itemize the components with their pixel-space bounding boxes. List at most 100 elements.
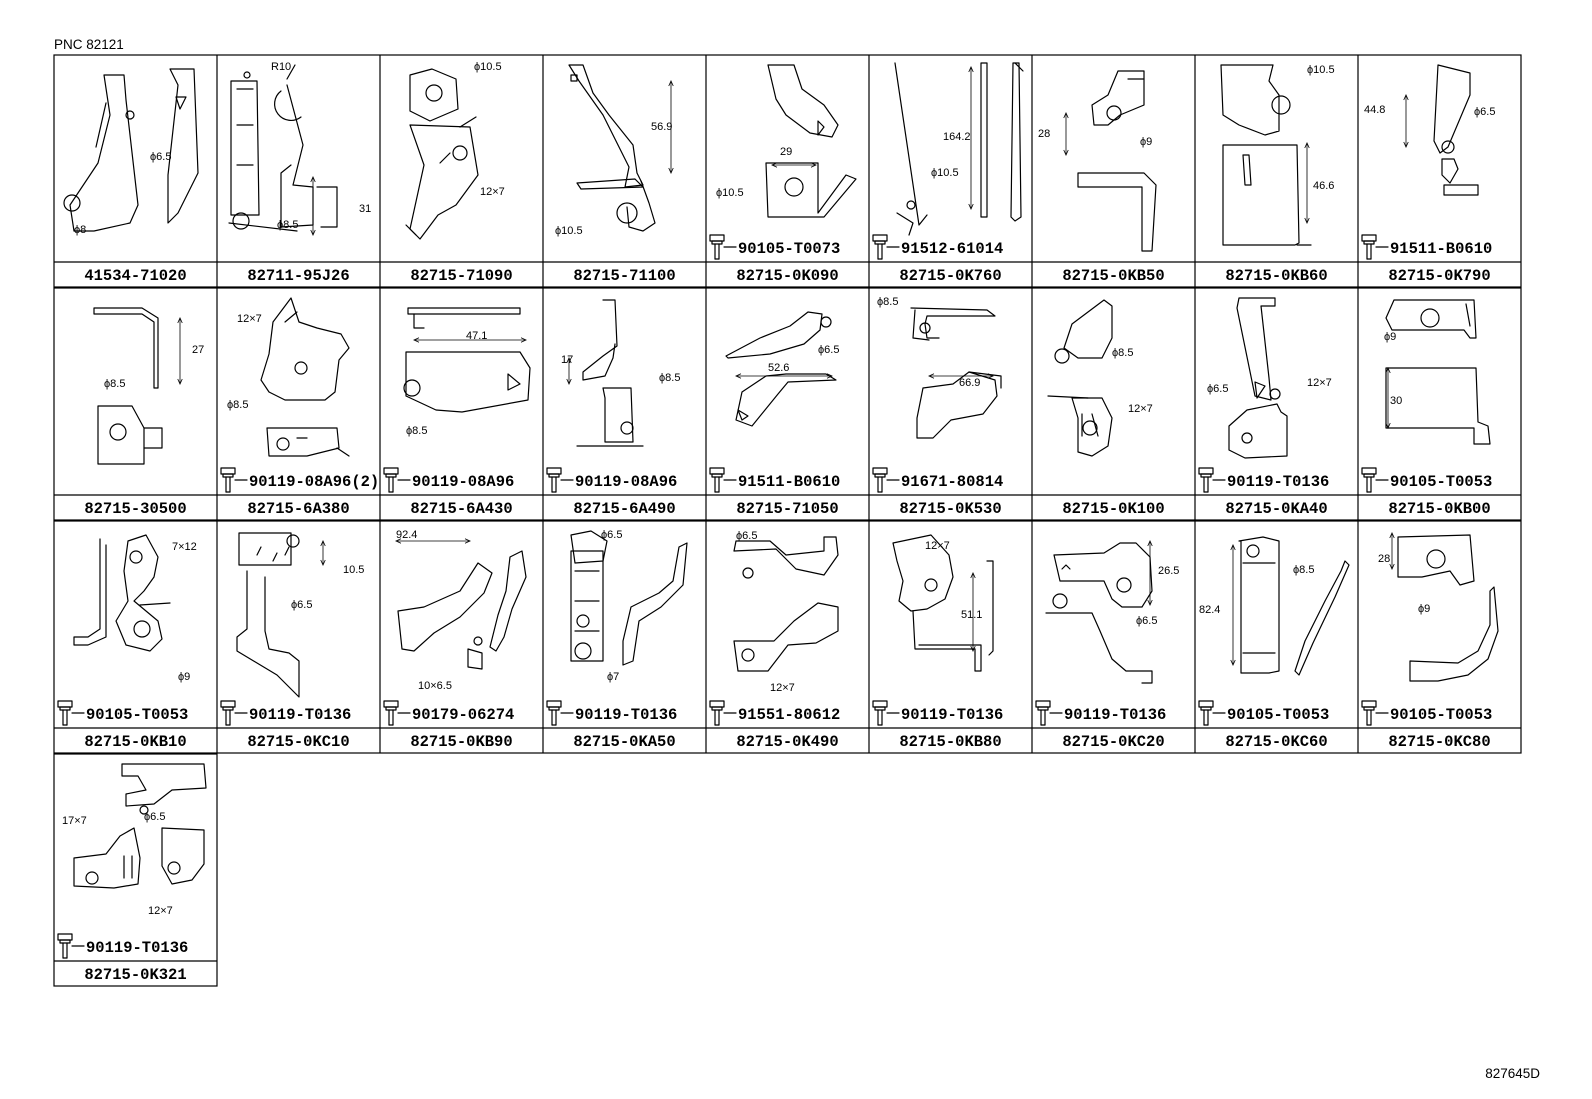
dimension-label: 56.9 [651, 121, 672, 133]
dimension-label: 44.8 [1364, 104, 1385, 116]
hole-mark [1106, 105, 1122, 121]
part-number: 82715-0K760 [899, 267, 1001, 285]
dimension-label: 47.1 [466, 330, 487, 342]
dimension-label: ϕ8.5 [1293, 564, 1314, 576]
dimension-label: ϕ8 [74, 224, 86, 236]
dimension-label: ϕ8.5 [877, 296, 898, 308]
hole-mark [906, 200, 916, 210]
hole-mark [1246, 544, 1260, 558]
part-number: 82715-0KC80 [1388, 733, 1490, 751]
hole-mark [63, 194, 81, 212]
dimension-label: 12×7 [1307, 377, 1332, 389]
hole-mark [784, 177, 804, 197]
dimension-label: 31 [359, 203, 371, 215]
dimension-label: 27 [192, 344, 204, 356]
part-number: 82715-71100 [573, 267, 675, 285]
bolt-icon [709, 234, 737, 260]
bolt-part-number: 90105-T0053 [1227, 706, 1329, 724]
hole-mark [125, 110, 135, 120]
dimension-label: ϕ10.5 [931, 167, 959, 179]
part-drawing: 12×7ϕ8.5 [227, 297, 350, 457]
dimension-label: ϕ6.5 [736, 530, 757, 542]
dimension-label: ϕ6.5 [144, 811, 165, 823]
bolt-icon [1198, 467, 1226, 493]
dimension-label: 28 [1038, 128, 1050, 140]
dimension-label: ϕ6.5 [601, 529, 622, 541]
hole-mark [1054, 348, 1070, 364]
bolt-part-number: 90119-08A96(2) [249, 473, 379, 491]
hole-mark [133, 620, 151, 638]
part-drawing: ϕ6.512×7 [733, 530, 839, 694]
hole-mark [243, 71, 251, 79]
bolt-part-number: 90105-T0053 [1390, 706, 1492, 724]
dimension-label: ϕ10.5 [1307, 64, 1335, 76]
bolt-part-number: 90119-T0136 [1064, 706, 1166, 724]
dimension-label: 28 [1378, 553, 1390, 565]
bolt-icon [220, 467, 248, 493]
bolt-icon [383, 467, 411, 493]
part-drawing: 44.8 ϕ6.5 [1364, 64, 1495, 196]
dimension-label: 46.6 [1313, 180, 1334, 192]
bolt-part-number: 90119-T0136 [901, 706, 1003, 724]
part-drawing: 92.410×6.5 [395, 529, 527, 692]
dimension-label: ϕ8.5 [659, 372, 680, 384]
part-number: 82715-0KC60 [1225, 733, 1327, 751]
bolt-icon [57, 933, 85, 959]
dimension-label: 164.2 [943, 131, 971, 143]
dimension-label: ϕ8.5 [277, 219, 298, 231]
dimension-label: 12×7 [237, 313, 262, 325]
hole-mark [425, 84, 443, 102]
part-drawing: ϕ6.552.6 [725, 311, 839, 427]
dimension-label: 30 [1390, 395, 1402, 407]
hole-mark [473, 636, 483, 646]
hole-mark [820, 316, 832, 328]
part-number: 82715-0KB80 [899, 733, 1001, 751]
bolt-icon [546, 700, 574, 726]
bolt-icon [220, 700, 248, 726]
bolt-part-number: 91551-80612 [738, 706, 840, 724]
part-number: 82715-6A430 [410, 500, 512, 518]
hole-mark [924, 578, 938, 592]
dimension-label: 7×12 [172, 541, 197, 553]
bolt-part-number: 90179-06274 [412, 706, 514, 724]
hole-mark [1269, 388, 1281, 400]
bolt-icon [383, 700, 411, 726]
part-number: 82715-0KA40 [1225, 500, 1327, 518]
bolt-icon [1361, 467, 1389, 493]
dimension-label: 66.9 [959, 377, 980, 389]
dimension-label: 12×7 [1128, 403, 1153, 415]
dimension-label: ϕ9 [1384, 331, 1396, 343]
part-number: 82715-0K530 [899, 500, 1001, 518]
part-drawing: 47.1ϕ8.5 [403, 307, 531, 437]
bolt-icon [1361, 700, 1389, 726]
bolt-part-number: 90105-T0053 [86, 706, 188, 724]
dimension-label: 10×6.5 [418, 680, 452, 692]
part-number: 82715-0K790 [1388, 267, 1490, 285]
hole-mark [1241, 432, 1253, 444]
bolt-part-number: 91511-B0610 [738, 473, 840, 491]
part-drawing: ϕ9 30 [1384, 299, 1491, 445]
hole-mark [741, 648, 755, 662]
part-number: 82715-0K100 [1062, 500, 1164, 518]
dimension-label: ϕ8.5 [104, 378, 125, 390]
part-drawing: ϕ6.517×712×7 [62, 763, 207, 917]
dimension-label: ϕ10.5 [474, 61, 502, 73]
part-drawing: ϕ10.5 46.6 [1220, 64, 1335, 246]
hole-mark [109, 423, 127, 441]
dimension-label: ϕ6.5 [1474, 106, 1495, 118]
